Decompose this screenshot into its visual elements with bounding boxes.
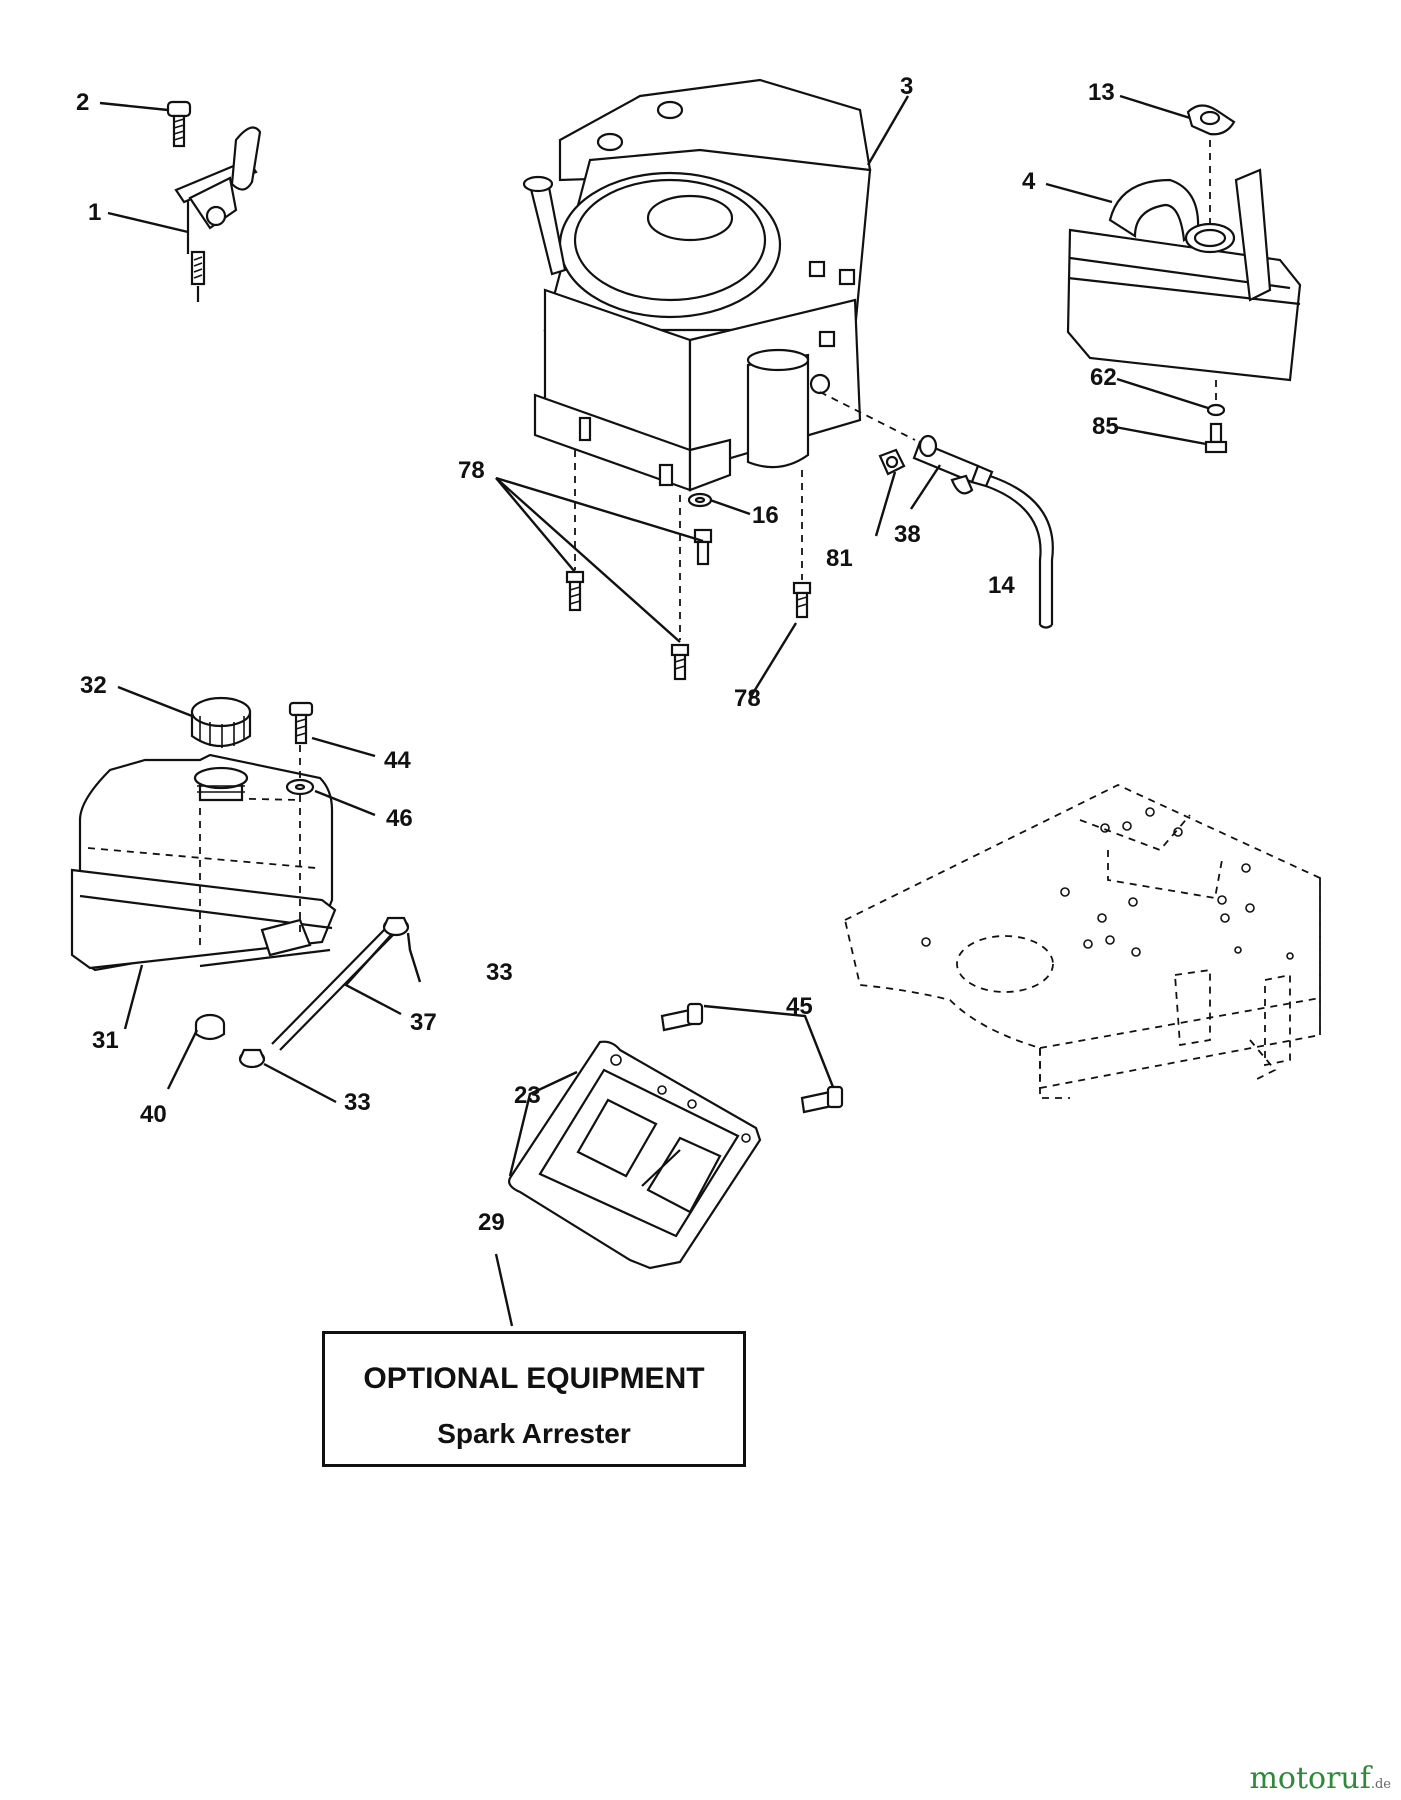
optional-equipment-box: OPTIONAL EQUIPMENT Spark Arrester [322,1331,746,1467]
callout-33-lower: 33 [344,1089,371,1116]
spark-arrester-part [508,1002,844,1270]
callout-3: 3 [900,73,913,100]
callout-46: 46 [386,805,413,832]
throttle-control-part [166,100,262,302]
callout-labels: 2 1 3 13 4 62 85 78 16 81 38 14 78 32 44… [76,73,1119,1236]
callout-1: 1 [88,199,101,226]
fuel-tank-part [70,696,410,1069]
optional-equipment-subtitle: Spark Arrester [437,1418,631,1449]
callout-23: 23 [514,1082,541,1109]
watermark-tld: .de [1370,1777,1391,1792]
optional-equipment-title: OPTIONAL EQUIPMENT [363,1362,705,1395]
callout-44: 44 [384,747,411,774]
callout-4: 4 [1022,168,1036,195]
leader-lines [99,94,1209,1327]
muffler-part [1066,104,1302,454]
watermark-brand: motoruf [1249,1761,1371,1796]
callout-2: 2 [76,89,89,116]
callout-62: 62 [1090,364,1117,391]
callout-29: 29 [478,1209,505,1236]
callout-16: 16 [752,502,779,529]
callout-14: 14 [988,572,1015,599]
engine-part [522,78,872,492]
engine-guide-lines [574,391,916,640]
callout-78-top: 78 [458,457,485,484]
callout-81: 81 [826,545,853,572]
callout-78-bottom: 78 [734,685,761,712]
callout-37: 37 [410,1009,437,1036]
watermark-logo: motoruf.de [1249,1761,1391,1796]
callout-33-upper: 33 [486,959,513,986]
fuel-line-part [878,434,1054,629]
callout-31: 31 [92,1027,119,1054]
callout-13: 13 [1088,79,1115,106]
callout-38: 38 [894,521,921,548]
callout-40: 40 [140,1101,167,1128]
callout-85: 85 [1092,413,1119,440]
callout-45: 45 [786,993,813,1020]
callout-32: 32 [80,672,107,699]
frame-part [843,784,1321,1099]
